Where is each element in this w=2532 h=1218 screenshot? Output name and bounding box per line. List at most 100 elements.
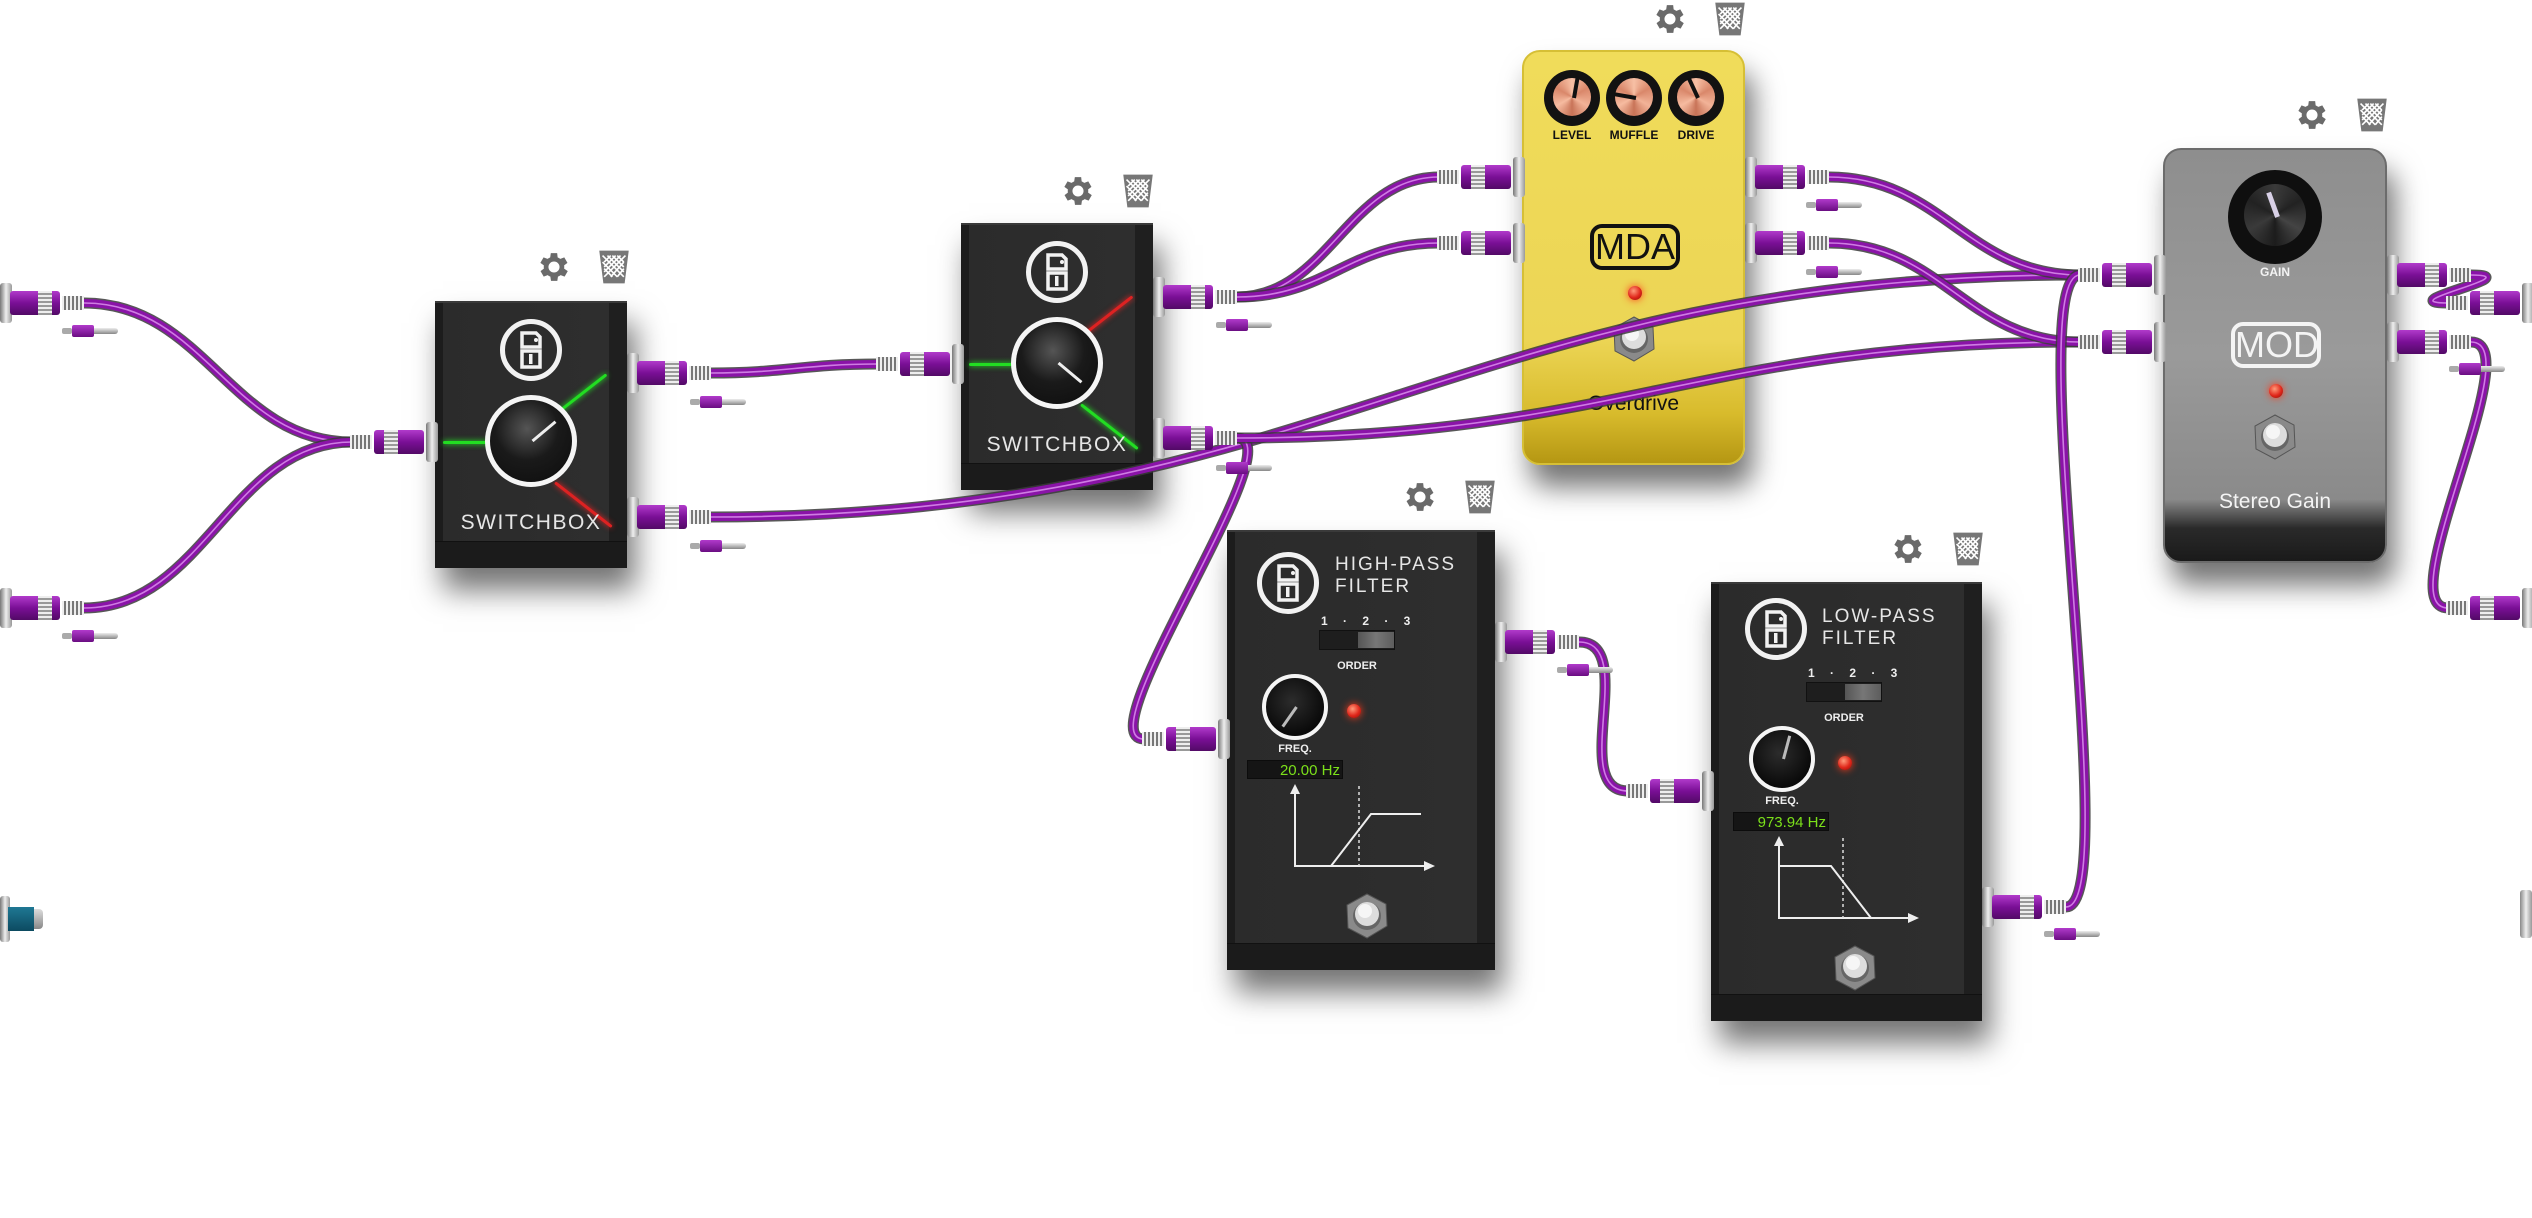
patch-cable[interactable] [1233,173,1443,301]
mod-brand-badge: MOD [2231,322,2321,368]
mod-logo-icon [1026,241,1088,303]
hpf-output-jack[interactable] [1495,622,1581,662]
capture-2-spare-plug[interactable] [62,630,120,642]
system-capture-1-jack[interactable] [0,283,86,323]
gear-icon[interactable] [1401,478,1439,516]
switchbox-2-output-b-jack[interactable] [1153,418,1239,458]
hpf-out-spare-plug[interactable] [1557,664,1615,676]
trash-icon[interactable] [1121,173,1155,209]
patch-cable[interactable] [80,438,356,612]
stereo-gain-out-r-spare-plug[interactable] [2449,363,2507,375]
gear-icon[interactable] [2293,96,2331,134]
patch-cable[interactable] [80,299,356,446]
stereo-gain-footswitch[interactable] [2251,413,2299,461]
hpf-input-jack[interactable] [1142,719,1230,759]
gear-icon[interactable] [1059,172,1097,210]
stereo-gain-output-l-jack[interactable] [2387,255,2473,295]
stereo-gain-input-r-jack[interactable] [2078,322,2166,362]
switchbox-2-label: SWITCHBOX [986,433,1128,456]
overdrive-input-2-jack[interactable] [1437,223,1525,263]
switchbox-2-input-jack[interactable] [876,344,964,384]
capture-1-spare-plug[interactable] [62,325,120,337]
muffle-knob[interactable] [1606,70,1662,126]
hpf-title-line1: HIGH-PASS [1335,554,1457,575]
patch-cable[interactable] [1825,239,2084,346]
patch-cable[interactable] [2429,338,2490,612]
stereo-gain-led [2269,384,2283,398]
mod-logo-icon [1745,598,1807,660]
overdrive-led [1628,286,1642,300]
switchbox-2-output-a-jack[interactable] [1153,277,1239,317]
overdrive-out-2-spare-plug[interactable] [1806,266,1864,278]
hpf-freq-knob[interactable] [1262,674,1328,740]
switchbox-1-input-jack[interactable] [350,422,438,462]
trash-icon[interactable] [1713,1,1747,37]
switchbox-1-out-a-spare-plug[interactable] [690,396,748,408]
level-label: LEVEL [1552,128,1592,142]
stereo-gain-name: Stereo Gain [2218,490,2332,513]
gain-label: GAIN [2260,265,2290,279]
level-knob[interactable] [1544,70,1600,126]
patch-cable[interactable] [1825,173,2084,279]
gain-knob[interactable] [2228,170,2322,264]
route-in-ray [443,441,493,444]
switchbox-2-out-a-spare-plug[interactable] [1216,319,1274,331]
switchbox-1-out-b-spare-plug[interactable] [690,540,748,552]
system-playback-2-jack[interactable] [2446,588,2532,628]
patch-cable[interactable] [2056,271,2090,911]
lpf-input-jack[interactable] [1626,771,1714,811]
hpf-footswitch[interactable] [1343,892,1391,940]
switchbox-1-pedal[interactable]: SWITCHBOX [435,301,627,568]
overdrive-input-1-jack[interactable] [1437,157,1525,197]
overdrive-out-1-spare-plug[interactable] [1806,199,1864,211]
switchbox-2-pedal[interactable]: SWITCHBOX [961,223,1153,490]
lpf-footswitch[interactable] [1831,944,1879,992]
route-selector-knob[interactable] [485,395,577,487]
switchbox-1-actions [535,248,631,286]
stereo-gain-input-l-jack[interactable] [2078,255,2166,295]
lpf-freq-knob[interactable] [1749,726,1815,792]
patch-cable[interactable] [707,360,882,377]
lpf-order-ticks: 1 · 2 · 3 [1808,666,1904,680]
overdrive-output-2-jack[interactable] [1745,223,1831,263]
trash-icon[interactable] [1463,479,1497,515]
route-selector-knob[interactable] [1011,317,1103,409]
low-pass-filter-pedal[interactable]: LOW-PASS FILTER 1 · 2 · 3 ORDER FREQ. 97… [1711,582,1982,1021]
system-playback-1-jack[interactable] [2446,283,2532,323]
overdrive-output-1-jack[interactable] [1745,157,1831,197]
midi-input-port[interactable] [0,896,44,942]
high-pass-filter-pedal[interactable]: HIGH-PASS FILTER 1 · 2 · 3 ORDER FREQ. 2… [1227,530,1495,970]
stereo-gain-output-r-jack[interactable] [2387,322,2473,362]
low-pass-response-graph [1774,836,1919,923]
lpf-led [1838,756,1852,770]
trash-icon[interactable] [2355,97,2389,133]
gear-icon[interactable] [535,248,573,286]
hpf-order-slider[interactable] [1319,630,1395,650]
lpf-order-label: ORDER [1824,712,1864,724]
mod-logo-icon [1257,552,1319,614]
stereo-gain-pedal[interactable]: GAIN MOD Stereo Gain [2163,148,2387,563]
hpf-freq-label: FREQ. [1278,743,1312,755]
high-pass-response-graph [1290,784,1435,871]
drive-knob[interactable] [1668,70,1724,126]
hpf-led [1347,704,1361,718]
lpf-out-spare-plug[interactable] [2044,928,2102,940]
lpf-order-slider[interactable] [1806,682,1882,702]
hpf-freq-display: 20.00 Hz [1247,760,1343,779]
lpf-freq-display: 973.94 Hz [1733,812,1829,831]
overdrive-pedal[interactable]: LEVEL MUFFLE DRIVE MDA Overdrive [1522,50,1745,465]
trash-icon[interactable] [597,249,631,285]
switchbox-1-output-b-jack[interactable] [627,497,713,537]
gear-icon[interactable] [1651,0,1689,38]
switchbox-2-out-b-spare-plug[interactable] [1216,462,1274,474]
patch-cable[interactable] [707,271,2084,521]
lpf-output-jack[interactable] [1982,887,2068,927]
system-midi-output-port[interactable] [2520,890,2532,938]
lpf-title-line2: FILTER [1822,628,1899,649]
switchbox-1-output-a-jack[interactable] [627,353,713,393]
trash-icon[interactable] [1951,531,1985,567]
gear-icon[interactable] [1889,530,1927,568]
hpf-title-line2: FILTER [1335,576,1412,597]
system-capture-2-jack[interactable] [0,588,86,628]
low-pass-filter-actions [1889,530,1985,568]
